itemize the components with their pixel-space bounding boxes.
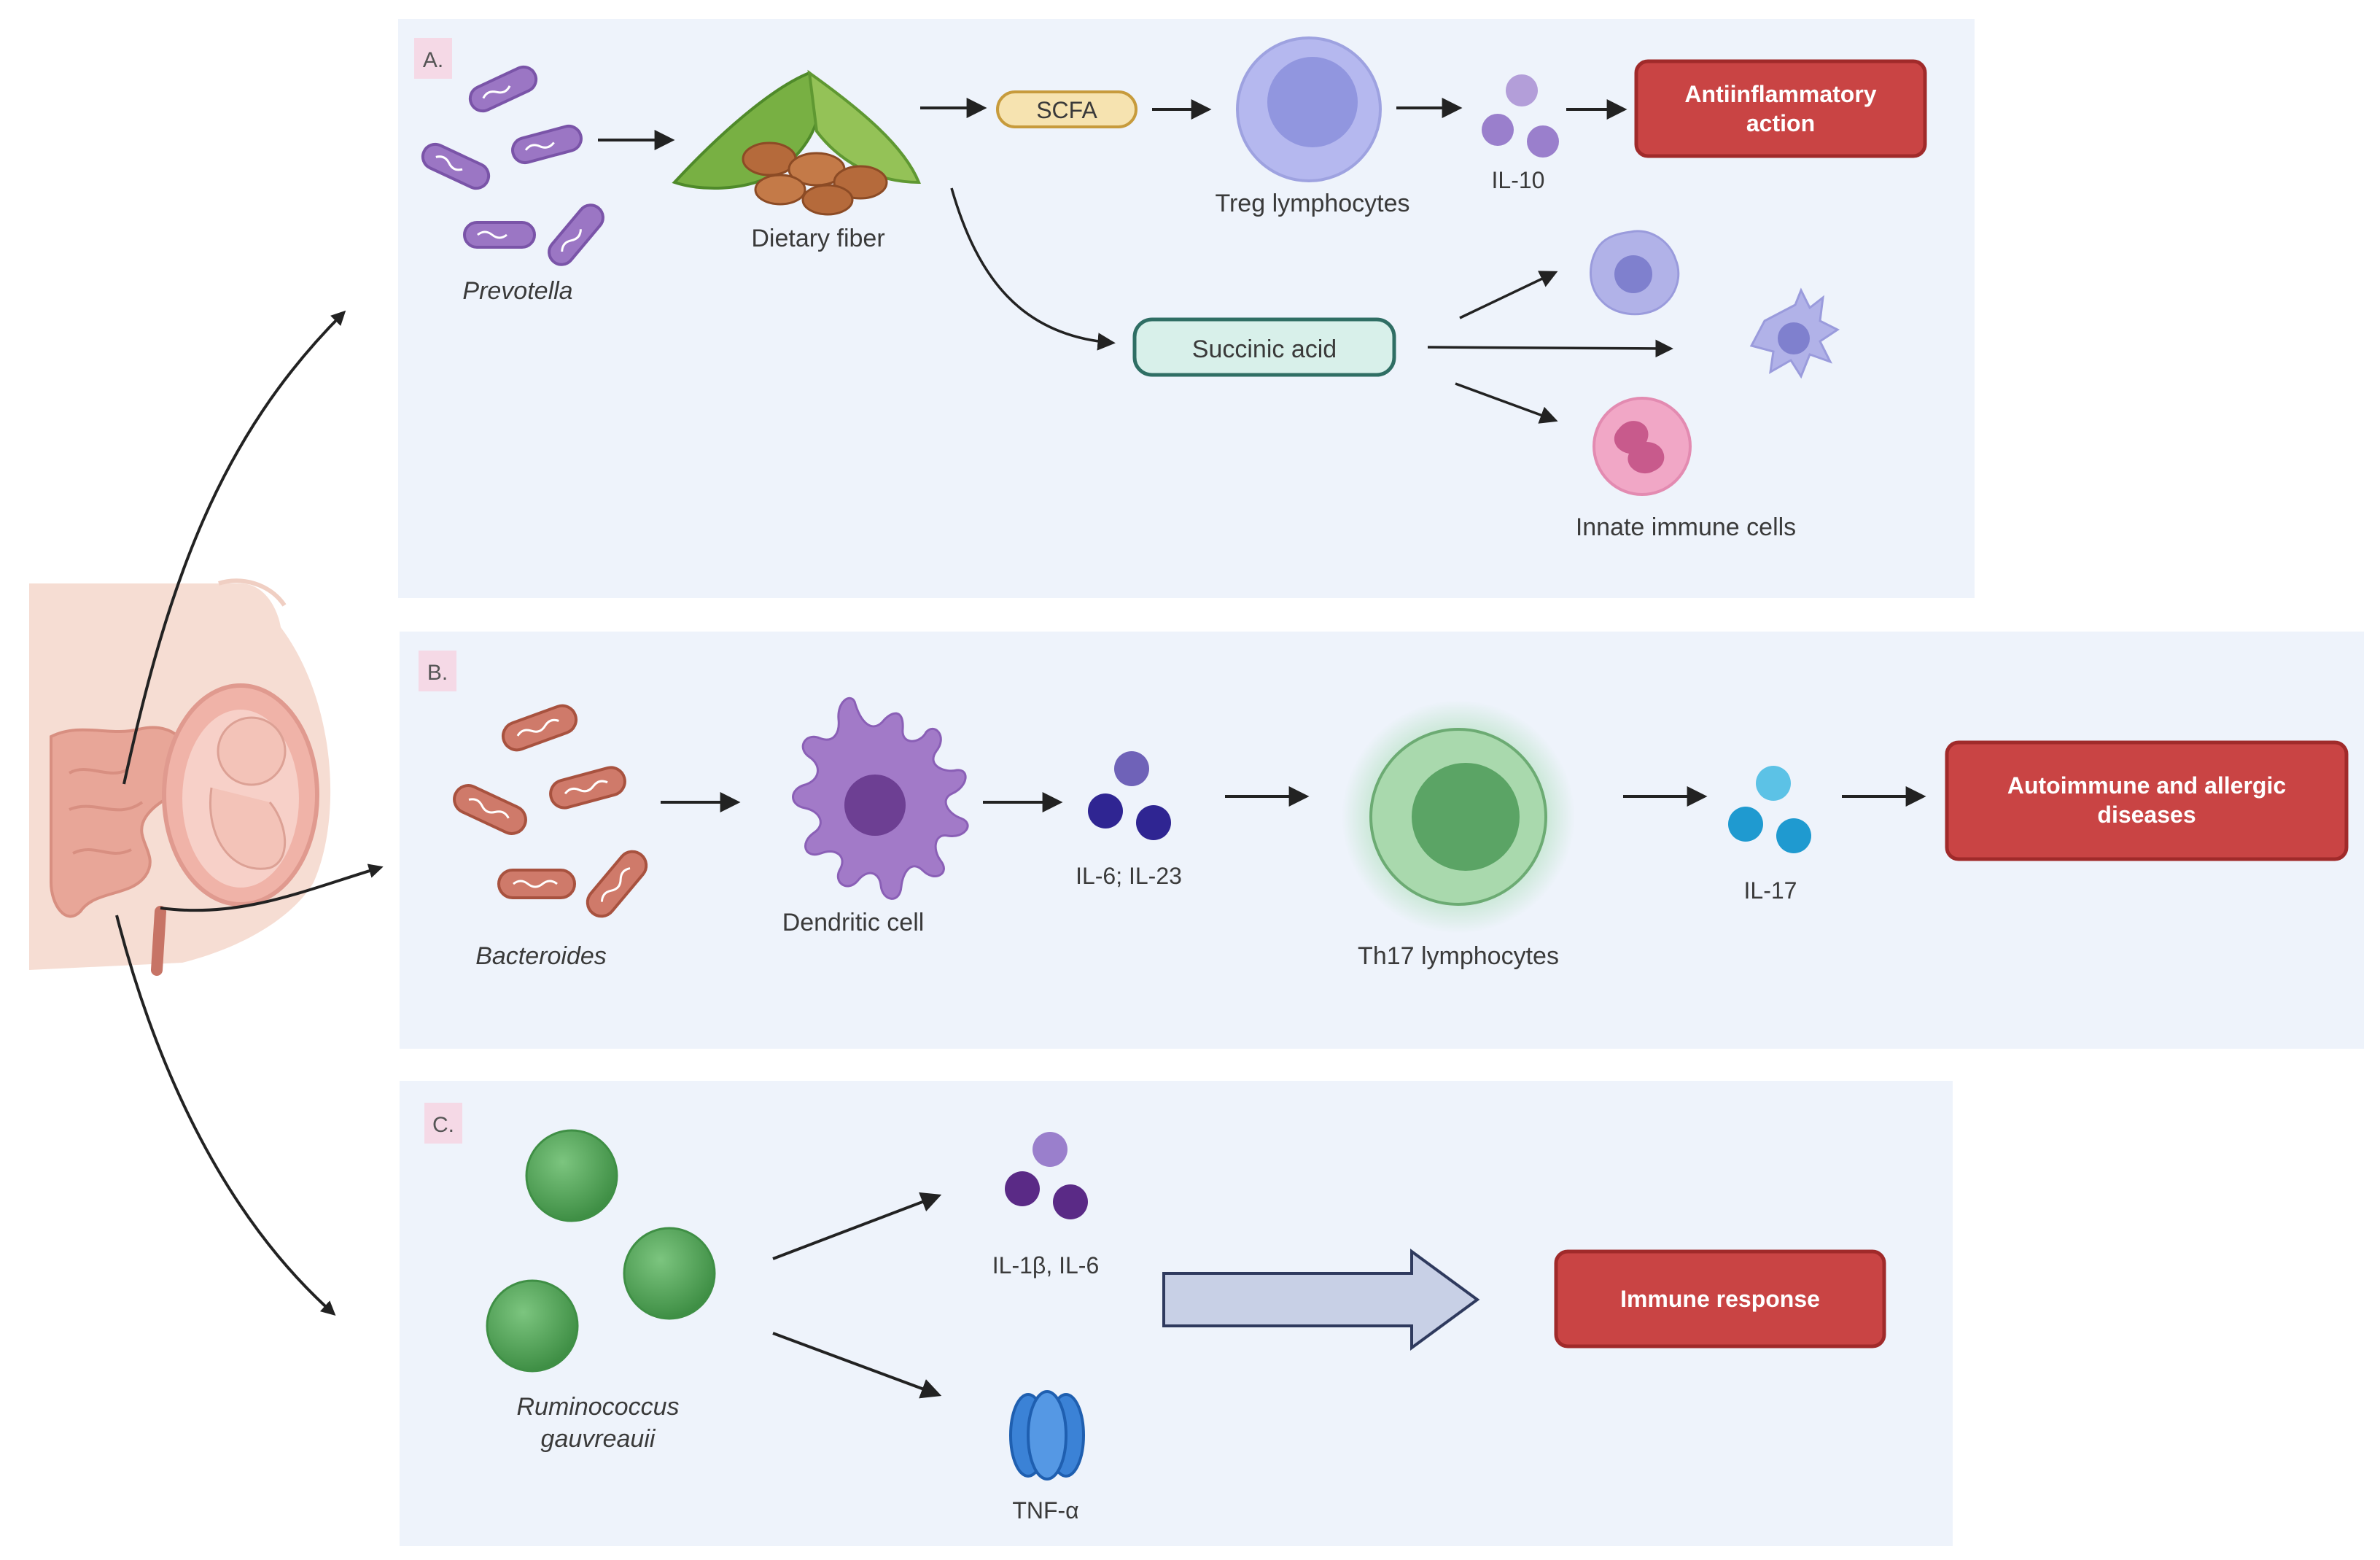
- th17-label: Th17 lymphocytes: [1358, 942, 1559, 970]
- svg-text:action: action: [1746, 110, 1815, 136]
- svg-text:A.: A.: [423, 48, 443, 72]
- tnf-alpha-label: TNF-α: [1012, 1497, 1078, 1524]
- dendritic-cell: [792, 696, 969, 900]
- immune-response-box: Immune response: [1554, 1249, 1886, 1348]
- th17-lymphocyte: [1342, 700, 1575, 934]
- treg-lymphocyte: [1236, 36, 1382, 182]
- dietary-fiber-label: Dietary fiber: [751, 225, 884, 252]
- prevotella-label: Prevotella: [462, 277, 572, 305]
- succinic-acid-pill: Succinic acid: [1132, 317, 1396, 377]
- il1b-il6-cytokines: [1005, 1132, 1088, 1219]
- treg-label: Treg lymphocytes: [1215, 190, 1409, 217]
- svg-text:SCFA: SCFA: [1036, 97, 1097, 123]
- arrow-body-to-panel-b: [160, 864, 384, 912]
- arrow-ruminococcus-to-tnf: [772, 1332, 942, 1399]
- arrow-ruminococcus-to-il1: [772, 1192, 942, 1260]
- bacteroides-label: Bacteroides: [475, 942, 607, 970]
- arrow-succinic-to-dendritic: [1427, 339, 1673, 358]
- arrow-fiber-to-succinic: [950, 187, 1116, 351]
- pregnant-body-illustration: [29, 578, 331, 976]
- ruminococcus-bacteria: [486, 1129, 716, 1373]
- il6-il23-cytokines: [1088, 751, 1171, 840]
- svg-text:Immune response: Immune response: [1620, 1286, 1820, 1312]
- il10-label: IL-10: [1492, 167, 1545, 193]
- arrow-succinic-to-neutrophil: [1455, 382, 1558, 424]
- il10-cytokines: [1482, 74, 1559, 158]
- innate-dendritic-cell: [1749, 287, 1840, 379]
- ruminococcus-label-line2: gauvreauii: [541, 1425, 656, 1453]
- arrow-succinic-to-macrophage: [1459, 271, 1558, 319]
- panel-a-letter-badge: A.: [414, 38, 452, 79]
- antiinflammatory-action-box: Antiinflammatory action: [1634, 59, 1927, 158]
- svg-text:B.: B.: [427, 661, 448, 685]
- svg-text:diseases: diseases: [2097, 802, 2196, 828]
- prevotella-bacteria: [421, 65, 604, 266]
- il17-cytokines: [1728, 766, 1811, 853]
- innate-immune-cells-label: Innate immune cells: [1576, 513, 1796, 541]
- il17-label: IL-17: [1744, 877, 1797, 904]
- block-arrow-to-immune-response: [1162, 1249, 1480, 1351]
- innate-macrophage-cell: [1590, 230, 1680, 316]
- svg-text:Succinic acid: Succinic acid: [1192, 335, 1337, 363]
- svg-text:C.: C.: [432, 1113, 454, 1137]
- svg-text:Antiinflammatory: Antiinflammatory: [1684, 81, 1876, 107]
- il6-il23-label: IL-6; IL-23: [1076, 863, 1182, 889]
- arrow-body-to-panel-c: [115, 915, 336, 1316]
- dietary-fiber-pod: [672, 69, 921, 216]
- bacteroides-bacteria: [453, 704, 648, 918]
- arrow-body-to-panel-a: [122, 310, 346, 785]
- svg-text:Autoimmune and allergic: Autoimmune and allergic: [2007, 772, 2286, 799]
- tnf-alpha-trimer: [1009, 1390, 1085, 1481]
- ruminococcus-label-line1: Ruminococcus: [517, 1393, 680, 1421]
- autoimmune-allergic-box: Autoimmune and allergic diseases: [1945, 740, 2349, 861]
- panel-c-letter-badge: C.: [424, 1103, 462, 1144]
- dendritic-cell-label: Dendritic cell: [782, 909, 925, 936]
- panel-b-letter-badge: B.: [419, 651, 456, 691]
- scfa-pill: SCFA: [996, 90, 1138, 128]
- il1b-il6-label: IL-1β, IL-6: [992, 1252, 1099, 1278]
- innate-neutrophil-cell: [1592, 397, 1692, 496]
